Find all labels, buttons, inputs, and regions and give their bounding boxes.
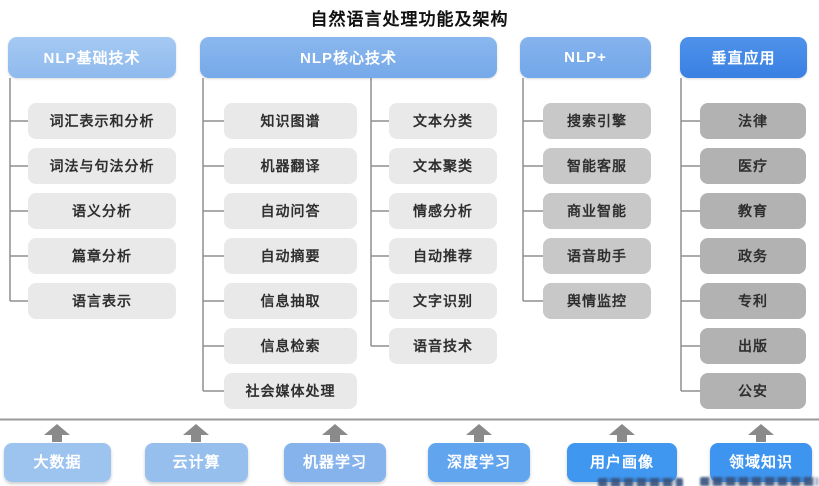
node-speech-technology: 语音技术 — [389, 328, 497, 364]
node-medical: 医疗 — [700, 148, 806, 184]
node-business-intelligence: 商业智能 — [543, 193, 651, 229]
node-text-classification: 文本分类 — [389, 103, 497, 139]
node-auto-recommendation: 自动推荐 — [389, 238, 497, 274]
node-text-clustering: 文本聚类 — [389, 148, 497, 184]
node-morph-syntax-analysis: 词法与句法分析 — [28, 148, 176, 184]
diagram-title: 自然语言处理功能及架构 — [310, 10, 509, 29]
foundation-cloud-computing: 云计算 — [145, 443, 248, 482]
node-lexical-representation: 词汇表示和分析 — [28, 103, 176, 139]
foundation-user-profile: 用户画像 — [567, 443, 677, 482]
node-patent: 专利 — [700, 283, 806, 319]
node-education: 教育 — [700, 193, 806, 229]
node-semantic-analysis: 语义分析 — [28, 193, 176, 229]
node-smart-customer-service: 智能客服 — [543, 148, 651, 184]
node-ocr: 文字识别 — [389, 283, 497, 319]
node-voice-assistant: 语音助手 — [543, 238, 651, 274]
column-header-nlp-core: NLP核心技术 — [200, 37, 497, 78]
node-auto-qa: 自动问答 — [224, 193, 357, 229]
column-header-vertical-app: 垂直应用 — [680, 37, 807, 78]
node-search-engine: 搜索引擎 — [543, 103, 651, 139]
node-government: 政务 — [700, 238, 806, 274]
foundation-machine-learning: 机器学习 — [284, 443, 386, 482]
node-knowledge-graph: 知识图谱 — [224, 103, 357, 139]
node-social-media-processing: 社会媒体处理 — [224, 373, 357, 409]
node-machine-translation: 机器翻译 — [224, 148, 357, 184]
foundation-domain-knowledge: 领域知识 — [710, 443, 812, 482]
node-publishing: 出版 — [700, 328, 806, 364]
watermark-remnant — [700, 477, 818, 486]
watermark-remnant — [598, 478, 683, 486]
foundation-big-data: 大数据 — [4, 443, 111, 482]
node-law: 法律 — [700, 103, 806, 139]
foundation-deep-learning: 深度学习 — [428, 443, 530, 482]
node-information-retrieval: 信息检索 — [224, 328, 357, 364]
node-information-extraction: 信息抽取 — [224, 283, 357, 319]
up-arrow-icons — [44, 424, 774, 442]
node-public-security: 公安 — [700, 373, 806, 409]
column-header-nlp-basic: NLP基础技术 — [8, 37, 176, 78]
node-discourse-analysis: 篇章分析 — [28, 238, 176, 274]
node-sentiment-analysis: 情感分析 — [389, 193, 497, 229]
column-header-nlp-plus: NLP+ — [520, 37, 651, 78]
node-language-representation: 语言表示 — [28, 283, 176, 319]
node-opinion-monitoring: 舆情监控 — [543, 283, 651, 319]
node-auto-summarization: 自动摘要 — [224, 238, 357, 274]
